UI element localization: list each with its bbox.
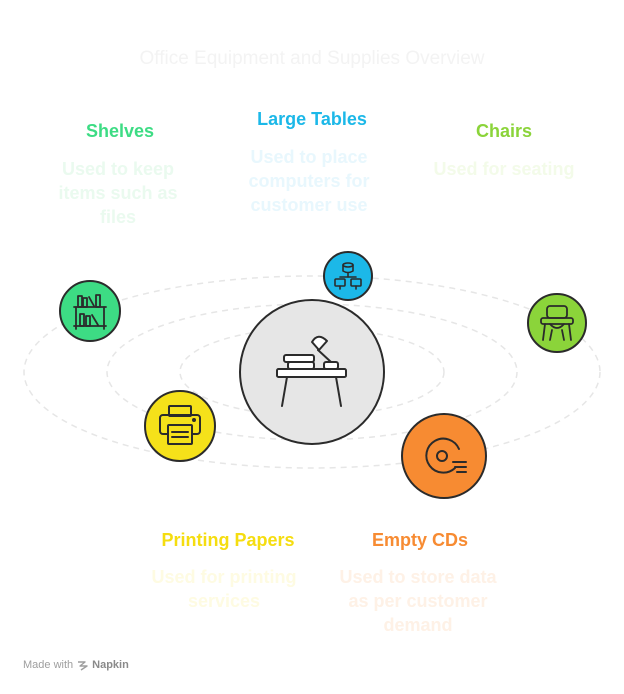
printing-papers-node[interactable] bbox=[144, 390, 216, 462]
footer-attribution: Made with Napkin bbox=[23, 659, 129, 671]
large-tables-description-line: computers for bbox=[248, 171, 370, 191]
large-tables-label: Large Tables bbox=[257, 109, 367, 129]
desk-lamp-books-icon bbox=[276, 335, 347, 407]
chairs-node[interactable] bbox=[527, 293, 587, 353]
empty-cds-description-line: as per customer bbox=[348, 591, 488, 611]
shelves-description-line: items such as bbox=[58, 183, 178, 203]
empty-cds-description: Used to store data as per customer deman… bbox=[318, 565, 518, 637]
printing-papers-description-line: services bbox=[187, 591, 261, 611]
empty-cds-description-line: demand bbox=[383, 615, 453, 635]
cd-disc-icon bbox=[425, 437, 467, 474]
chair-icon bbox=[540, 305, 574, 341]
chairs-description-line: Used for seating bbox=[433, 159, 575, 179]
printing-papers-label: Printing Papers bbox=[161, 530, 295, 550]
shelves-description: Used to keep items such as files bbox=[38, 157, 198, 229]
shelves-node[interactable] bbox=[59, 280, 121, 342]
large-tables-node[interactable] bbox=[323, 251, 373, 301]
page-title: Office Equipment and Supplies Overview bbox=[139, 48, 485, 69]
printing-papers-description-line: Used for printing bbox=[151, 567, 297, 587]
shelves-description-line: Used to keep bbox=[61, 159, 175, 179]
printing-papers-description: Used for printing services bbox=[134, 565, 314, 613]
large-tables-description-line: Used to place bbox=[250, 147, 368, 167]
chairs-label: Chairs bbox=[475, 121, 533, 141]
made-with-text: Made with bbox=[23, 659, 74, 671]
napkin-brand: Napkin bbox=[92, 659, 129, 671]
printer-icon bbox=[159, 405, 201, 445]
bookshelf-icon bbox=[73, 294, 107, 330]
network-computers-icon bbox=[334, 262, 362, 290]
center-node bbox=[239, 299, 385, 445]
empty-cds-node[interactable] bbox=[401, 413, 487, 499]
large-tables-description: Used to place computers for customer use bbox=[229, 145, 389, 217]
shelves-label: Shelves bbox=[85, 121, 155, 141]
outer-orbit bbox=[23, 275, 601, 469]
shelves-description-line: files bbox=[99, 207, 137, 227]
napkin-logo-icon bbox=[78, 660, 88, 671]
large-tables-description-line: customer use bbox=[250, 195, 368, 215]
empty-cds-description-line: Used to store data bbox=[339, 567, 497, 587]
empty-cds-label: Empty CDs bbox=[371, 530, 469, 550]
chairs-description: Used for seating bbox=[414, 157, 594, 181]
